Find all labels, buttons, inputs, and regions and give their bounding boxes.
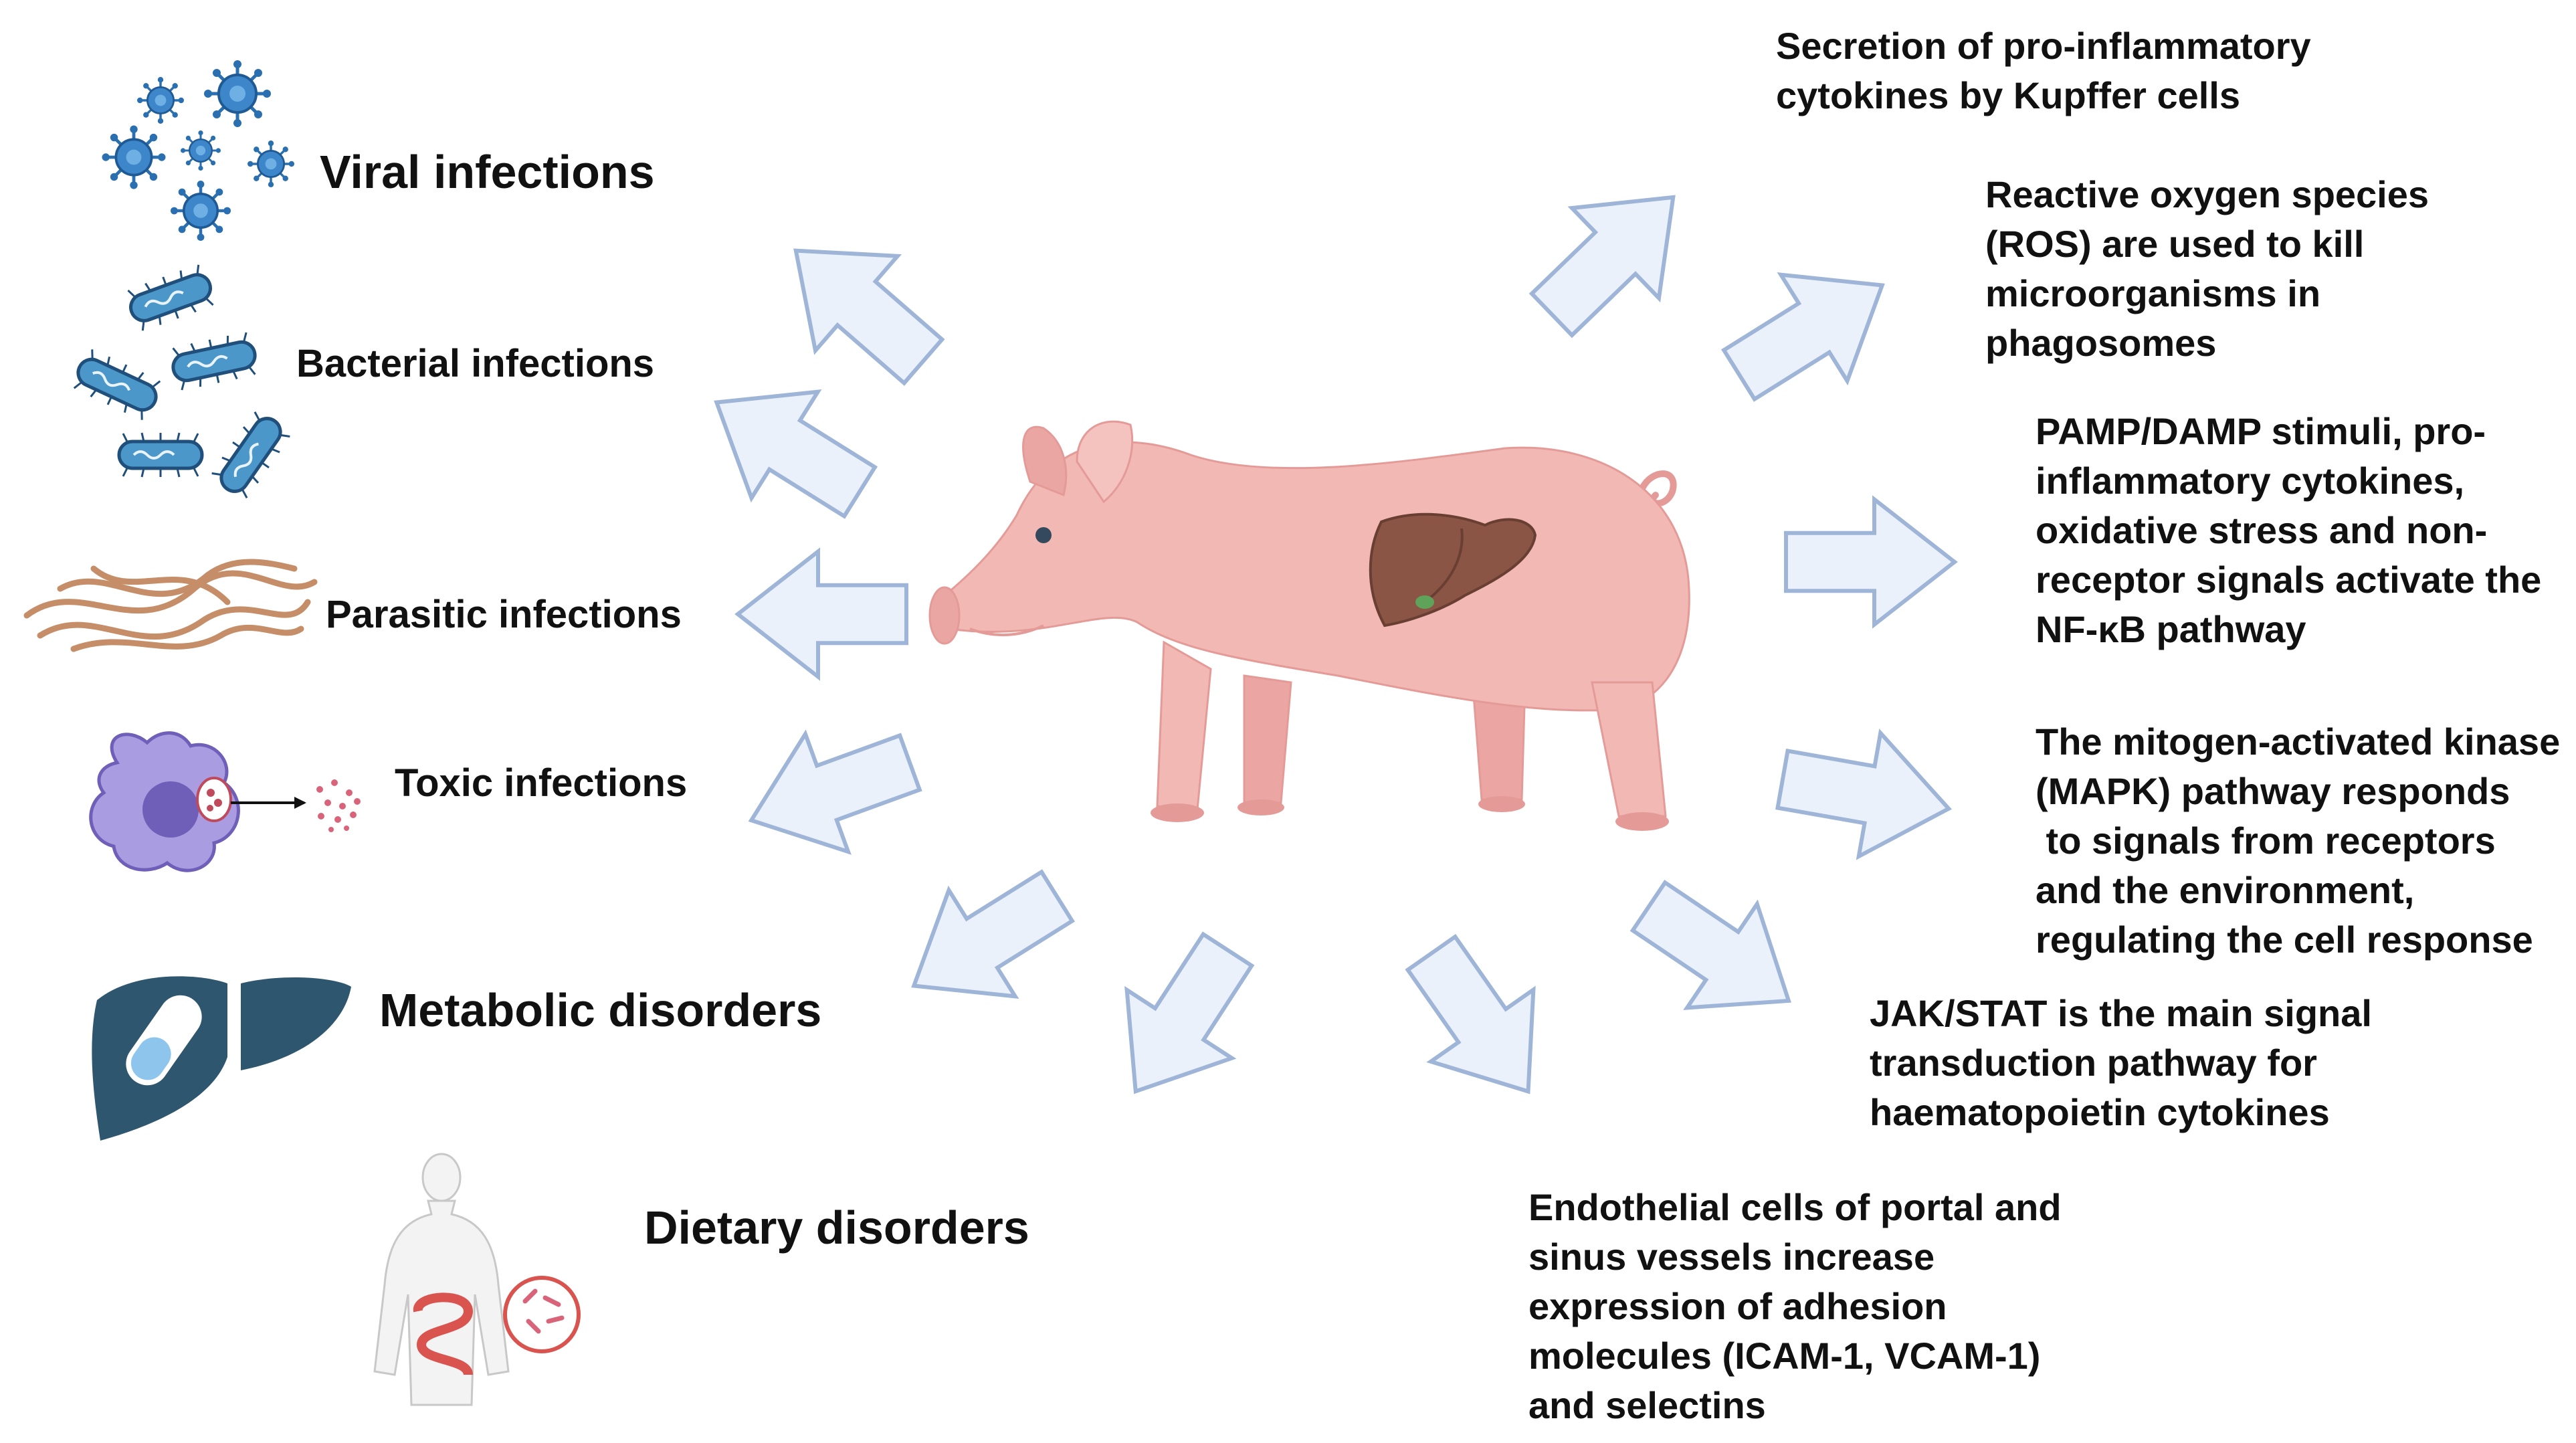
- text-line: transduction pathway for: [1870, 1042, 2317, 1084]
- text-line: microorganisms in: [1985, 272, 2321, 314]
- text-line: receptor signals activate the: [2036, 559, 2542, 601]
- text-mapk-pathway: The mitogen-activated kinase (MAPK) path…: [2036, 717, 2560, 965]
- text-line: expression of adhesion: [1528, 1285, 1947, 1327]
- label-viral-infections: Viral infections: [320, 146, 655, 198]
- text-line: molecules (ICAM-1, VCAM-1): [1528, 1335, 2041, 1377]
- label-parasitic-infections: Parasitic infections: [326, 593, 682, 636]
- virus-icon: [102, 60, 296, 241]
- pig-illustration: [928, 420, 1690, 831]
- arrow-to-mapk: [1772, 718, 1960, 870]
- arrow-to-jakstat: [1614, 854, 1824, 1052]
- text-line: (ROS) are used to kill: [1985, 223, 2365, 265]
- text-line: Secretion of pro-inflammatory: [1776, 25, 2311, 67]
- text-line: NF-κB pathway: [2036, 608, 2306, 650]
- arrow-to-kupffer: [1508, 153, 1716, 360]
- pig-liver-icon: [1369, 512, 1537, 628]
- text-jak-stat: JAK/STAT is the main signal transduction…: [1870, 989, 2372, 1137]
- text-nfkb-pathway: PAMP/DAMP stimuli, pro- inflammatory cyt…: [2036, 407, 2541, 654]
- label-bacterial-infections: Bacterial infections: [296, 342, 655, 385]
- toxic-cell-icon: [89, 731, 361, 872]
- label-metabolic-disorders: Metabolic disorders: [379, 984, 822, 1036]
- text-line: and selectins: [1528, 1384, 1766, 1426]
- arrow-to-bacterial: [684, 349, 893, 545]
- arrow-to-toxic: [730, 704, 931, 879]
- text-line: phagosomes: [1985, 322, 2217, 364]
- text-ros: Reactive oxygen species (ROS) are used t…: [1985, 170, 2429, 368]
- text-kupffer-cytokines: Secretion of pro-inflammatory cytokines …: [1776, 21, 2311, 120]
- arrow-to-parasitic: [738, 551, 906, 676]
- arrow-to-dietary: [1083, 916, 1280, 1125]
- text-line: Reactive oxygen species: [1985, 173, 2430, 215]
- text-line: regulating the cell response: [2036, 919, 2533, 961]
- text-endothelial-adhesion: Endothelial cells of portal and sinus ve…: [1528, 1183, 2062, 1430]
- parasite-icon: [23, 559, 318, 652]
- liver-pill-icon: [92, 976, 351, 1141]
- human-digestive-icon: [373, 1153, 581, 1406]
- label-dietary-disorders: Dietary disorders: [644, 1201, 1029, 1254]
- arrow-to-viral: [755, 203, 964, 409]
- text-line: The mitogen-activated kinase: [2036, 720, 2561, 763]
- text-line: oxidative stress and non-: [2036, 509, 2488, 551]
- arrow-to-nfkb: [1786, 499, 1955, 624]
- text-line: Endothelial cells of portal and: [1528, 1186, 2062, 1228]
- arrow-to-metabolic: [881, 844, 1090, 1039]
- arrow-to-endothelial: [1380, 917, 1579, 1127]
- text-line: and the environment,: [2036, 869, 2415, 911]
- label-toxic-infections: Toxic infections: [395, 761, 688, 805]
- text-line: PAMP/DAMP stimuli, pro-: [2036, 410, 2486, 452]
- text-line: sinus vessels increase: [1528, 1236, 1935, 1278]
- text-line: JAK/STAT is the main signal: [1870, 992, 2372, 1034]
- text-line: cytokines by Kupffer cells: [1776, 74, 2241, 116]
- text-line: haematopoietin cytokines: [1870, 1091, 2330, 1133]
- text-line: inflammatory cytokines,: [2036, 460, 2465, 502]
- arrow-to-ros: [1706, 232, 1915, 427]
- bacteria-icon: [70, 263, 293, 502]
- text-line: to signals from receptors: [2036, 820, 2496, 862]
- text-line: (MAPK) pathway responds: [2036, 770, 2510, 812]
